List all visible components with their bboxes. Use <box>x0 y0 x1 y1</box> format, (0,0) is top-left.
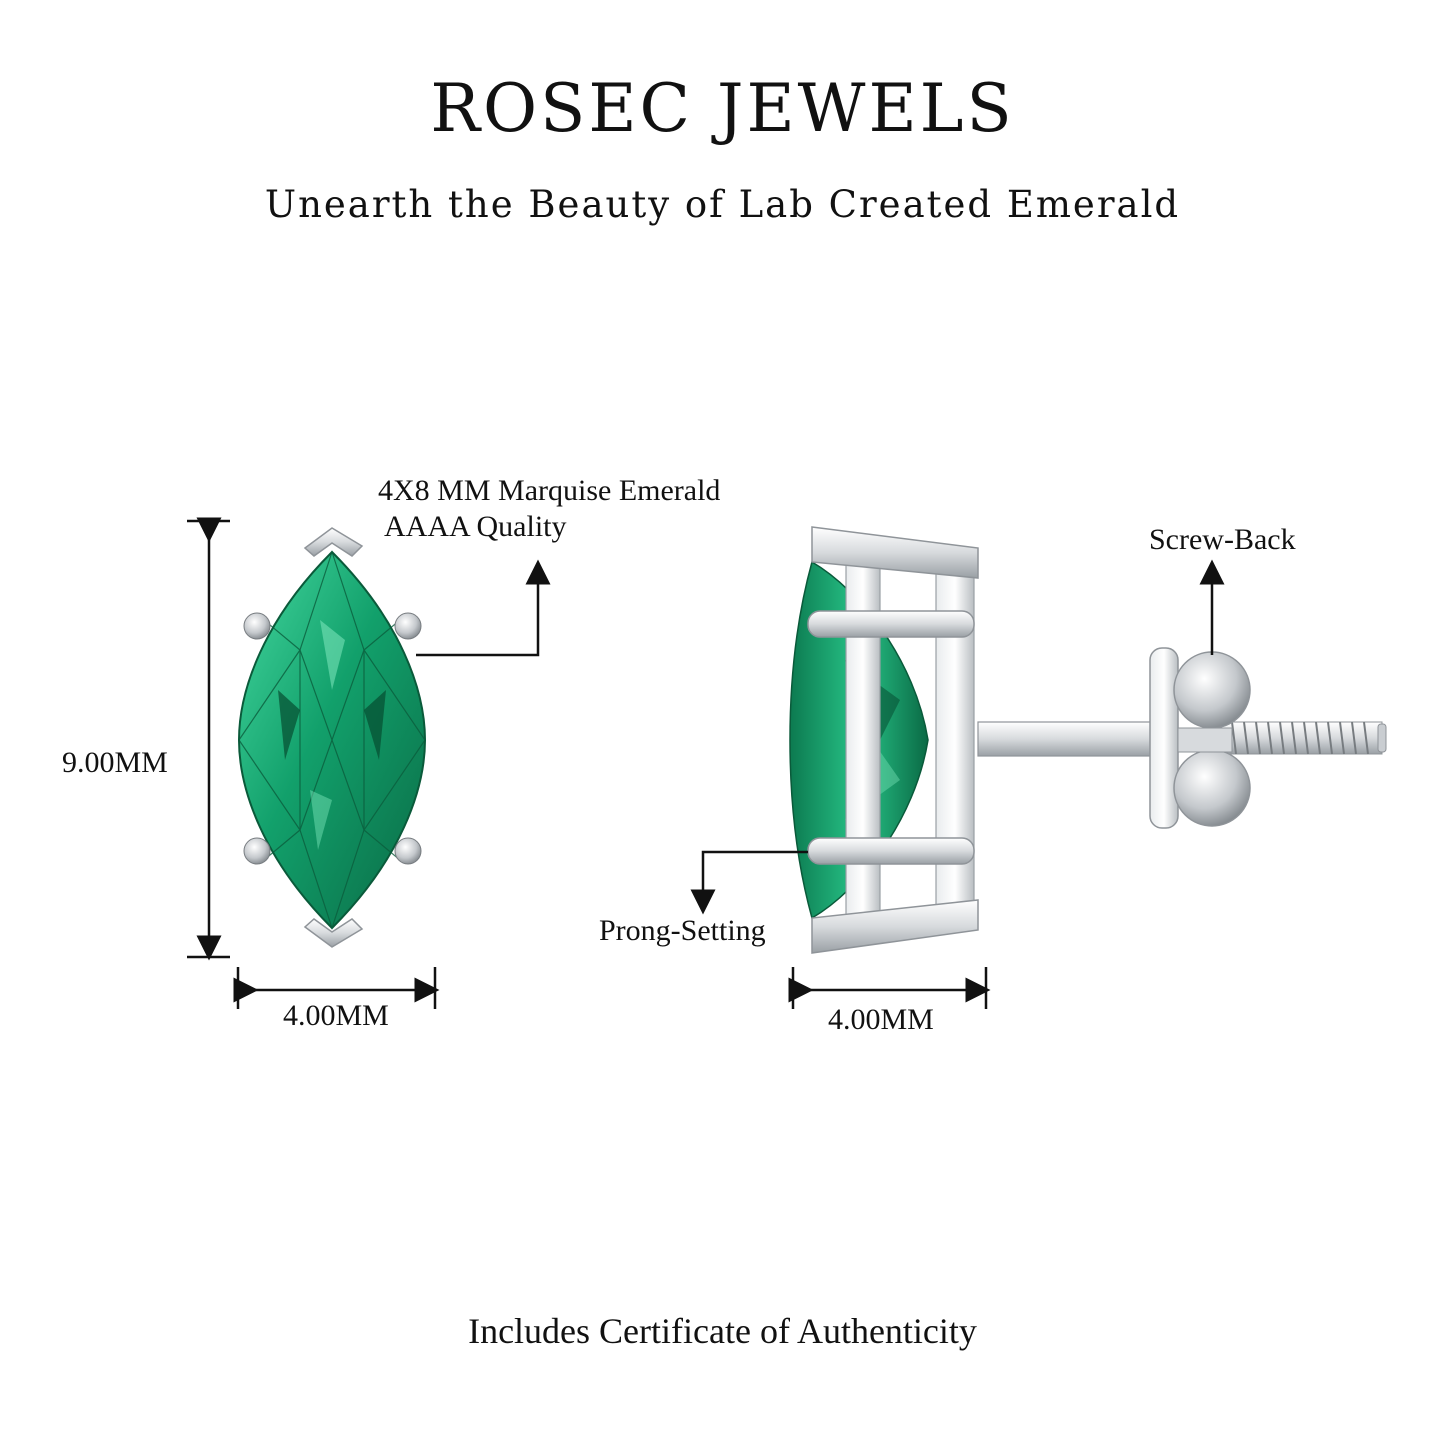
prong-ball <box>394 837 422 865</box>
bottom-prong <box>303 918 364 948</box>
certificate-note: Includes Certificate of Authenticity <box>468 1311 977 1351</box>
prong-ball <box>243 612 271 640</box>
stone-callout <box>416 559 551 657</box>
side-width-label: 4.00MM <box>828 1003 934 1036</box>
height-label: 9.00MM <box>62 746 168 779</box>
brand-title: ROSEC JEWELS <box>430 70 1015 147</box>
front-view <box>187 517 551 1009</box>
screw-back-nut <box>1149 647 1251 829</box>
earring-post <box>977 721 1157 757</box>
screw-back-label: Screw-Back <box>1149 523 1296 556</box>
threaded-post <box>1209 721 1387 755</box>
prong-ball <box>394 612 422 640</box>
front-width-label: 4.00MM <box>283 999 389 1032</box>
prong-setting-arrow <box>690 850 808 915</box>
stone-label-line1: 4X8 MM Marquise Emerald <box>378 474 721 507</box>
gem-facets <box>238 550 426 930</box>
height-dimension <box>187 517 230 961</box>
brand-tagline: Unearth the Beauty of Lab Created Emeral… <box>264 183 1181 226</box>
width-dimension-side <box>788 967 991 1009</box>
prong-setting-label: Prong-Setting <box>599 914 766 947</box>
stone-label-line2: AAAA Quality <box>384 510 567 543</box>
side-view <box>690 526 1387 1009</box>
top-prong <box>303 527 364 557</box>
top-rail <box>811 526 979 579</box>
prong-bar <box>807 610 975 638</box>
prong-ball <box>243 837 271 865</box>
prong-bar <box>807 837 975 865</box>
bottom-rail <box>811 899 979 954</box>
width-dimension-front <box>233 967 440 1009</box>
